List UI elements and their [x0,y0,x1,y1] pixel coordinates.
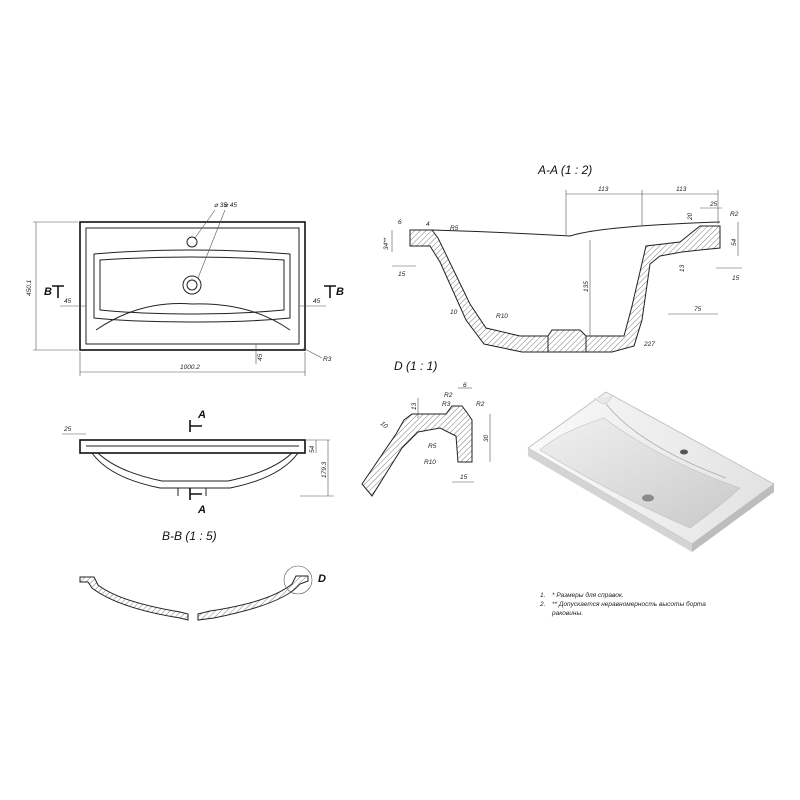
marker-b-right: B [336,286,344,298]
section-aa-title: A-A (1 : 2) [537,163,592,177]
section-bb: B-B (1 : 5) D [79,529,326,621]
render-faucet-hole [680,449,688,455]
faucet-hole [186,236,198,248]
drain-outer [182,275,202,295]
note-2-cont: раковины. [551,610,583,617]
d-r10: R10 [424,459,436,466]
aa-dim-15-left: 15 [398,271,406,278]
aa-dim-113-right: 113 [676,186,687,193]
marker-b-left: B [44,286,52,298]
side-view: 25 54 179.3 A A [62,409,334,516]
aa-dim-25: 25 [709,201,718,208]
dim-corner-radius: R3 [323,356,332,363]
aa-dim-20: 20 [687,212,694,221]
dim-dia-large: ⌀ 45 [224,202,237,209]
section-aa: A-A (1 : 2) 113 113 25 20 R2 54 6 4 R5 3… [383,163,742,353]
dim-dia-small: ⌀ 35 [214,202,227,209]
detail-d: D (1 : 1) 6 R2 R3 R2 13 10 R5 R10 30 15 [361,359,491,497]
note-1-text: * Размеры для справок. [552,591,624,599]
plan-view: ⌀ 35 ⌀ 45 450.1 1000.2 45 45 45 R3 B B [26,202,344,376]
note-2-text: ** Допускается неравномерность высоты бо… [552,600,706,608]
dim-right-offset: 45 [313,298,321,305]
note-1-num: 1. [540,592,546,599]
section-bb-title: B-B (1 : 5) [162,529,217,543]
aa-dim-6: 6 [398,219,402,226]
aa-dim-13: 13 [679,264,686,272]
d-dim-13: 13 [411,402,418,410]
sink-3d-render [527,391,775,552]
aa-dim-75: 75 [694,306,702,313]
aa-dim-10: 10 [450,309,458,316]
dim-left-offset: 45 [64,298,72,305]
d-r3: R3 [442,401,451,408]
detail-d-title: D (1 : 1) [394,359,437,373]
aa-dim-227: 227 [643,341,655,348]
marker-a-bottom: A [197,504,206,516]
aa-r10: R10 [496,313,508,320]
dim-rim: 25 [63,426,72,433]
drain-inner [186,279,198,291]
dim-depth2: 179.3 [321,461,328,478]
aa-dim-54: 54 [731,238,738,246]
d-dim-10: 10 [379,420,389,430]
dim-bottom-offset: 45 [257,353,264,361]
dim-depth1: 54 [309,445,316,453]
aa-dim-113-left: 113 [598,186,609,193]
notes: 1. * Размеры для справок. 2. ** Допускае… [539,591,706,617]
render-drain [642,494,654,502]
d-dim-6: 6 [463,382,467,389]
dim-width: 1000.2 [180,364,200,371]
aa-dim-15-right: 15 [732,275,740,282]
detail-d-circle [283,565,313,595]
marker-a-top: A [197,409,206,421]
d-r2-a: R2 [444,392,453,399]
note-2-num: 2. [539,601,546,608]
d-dim-30: 30 [483,434,490,442]
aa-r5: R5 [450,225,459,232]
aa-dim-135: 135 [583,281,590,292]
aa-dim-4: 4 [426,221,430,228]
d-r5: R5 [428,443,437,450]
d-dim-15: 15 [460,474,468,481]
aa-dim-34: 34** [383,237,390,250]
aa-r2: R2 [730,211,739,218]
marker-d: D [318,573,326,585]
d-r2-b: R2 [476,401,485,408]
dim-height: 450.1 [26,279,33,296]
